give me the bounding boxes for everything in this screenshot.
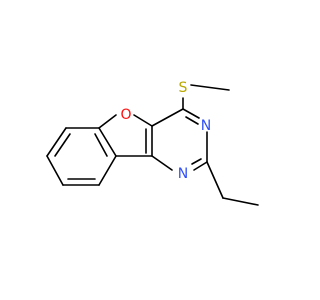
bond [191, 158, 202, 165]
bonds [46, 84, 259, 206]
bond [54, 133, 71, 157]
molecule-structure: O S N N [46, 80, 259, 206]
sulfur-atom: S [179, 80, 188, 96]
bond [98, 127, 117, 157]
bond [98, 114, 117, 129]
bond [46, 155, 64, 186]
nitrogen-atom-lower: N [178, 166, 188, 182]
bond [94, 133, 108, 157]
atom-labels: O S N N [120, 80, 211, 182]
molecule-canvas: O S N N [46, 80, 259, 206]
bond [190, 84, 230, 91]
bond [182, 108, 200, 119]
bond [222, 197, 259, 206]
nitrogen-atom-upper: N [201, 118, 211, 134]
bond [193, 161, 208, 171]
bond [206, 161, 224, 199]
bond [185, 116, 199, 125]
bond [151, 155, 173, 171]
bond [46, 127, 67, 157]
bond [151, 108, 184, 127]
bond [98, 155, 117, 186]
oxygen-atom: O [120, 107, 131, 123]
bond [133, 114, 153, 127]
